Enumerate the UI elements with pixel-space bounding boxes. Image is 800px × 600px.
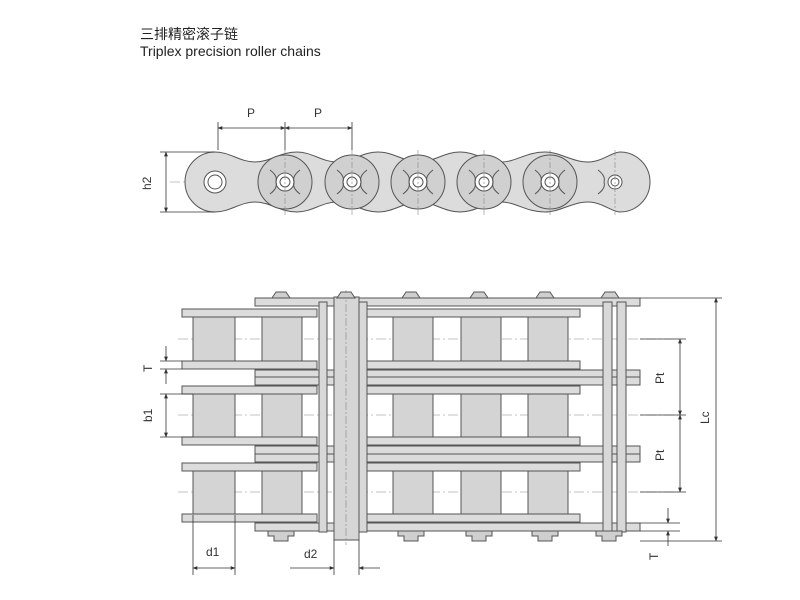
- roller: [261, 315, 303, 364]
- roller: [392, 392, 434, 439]
- pin: [616, 301, 627, 533]
- pin-head: [336, 291, 356, 299]
- pin-head: [401, 291, 421, 299]
- roller: [460, 315, 502, 364]
- bottom-pin-heads: [267, 530, 623, 542]
- roller: [261, 392, 303, 439]
- link-plate: [181, 360, 318, 370]
- pin-head: [465, 530, 493, 542]
- link-plate: [359, 360, 581, 370]
- pin-head: [397, 530, 425, 542]
- link-plate: [359, 462, 581, 472]
- roller: [392, 315, 434, 364]
- pitch-label-2: P: [314, 106, 322, 120]
- link-plate: [359, 436, 581, 446]
- link-plate: [181, 462, 318, 472]
- roller: [527, 315, 569, 364]
- roller: [460, 392, 502, 439]
- pin: [318, 301, 328, 533]
- roller: [392, 469, 434, 516]
- pin-head: [535, 291, 555, 299]
- connecting-link-pin: [333, 296, 360, 541]
- pin: [358, 301, 368, 533]
- side-pins: [275, 172, 623, 192]
- side-cotters: [269, 169, 605, 195]
- link-plate: [181, 436, 318, 446]
- roller: [460, 469, 502, 516]
- outer-plate: [254, 522, 641, 532]
- roller: [192, 469, 236, 516]
- Pt-label-lower: Pt: [653, 449, 667, 461]
- side-view: P P h2: [140, 106, 651, 215]
- top-rollers: [192, 315, 569, 516]
- link-plate: [181, 385, 318, 395]
- link-plate: [181, 308, 318, 318]
- pitch-label-1: P: [247, 106, 255, 120]
- Pt-label-upper: Pt: [653, 372, 667, 384]
- T-label-top: T: [141, 364, 155, 372]
- Lc-label: Lc: [698, 411, 712, 424]
- top-dimensions: [160, 297, 722, 575]
- side-rollers: [203, 154, 578, 210]
- side-end-hole-inner: [207, 174, 223, 190]
- pin: [602, 301, 613, 533]
- pin-head: [600, 291, 620, 299]
- pin-head: [531, 530, 559, 542]
- pin-head: [267, 530, 295, 542]
- title-english: Triplex precision roller chains: [140, 43, 321, 59]
- link-plate: [359, 308, 581, 318]
- pin-head: [271, 291, 291, 299]
- outer-plate: [254, 445, 641, 455]
- roller: [261, 469, 303, 516]
- b1-label: b1: [141, 408, 155, 422]
- T-label-bottom: T: [647, 552, 661, 560]
- top-link-plates: [181, 297, 641, 532]
- roller: [192, 315, 236, 364]
- outer-plate: [254, 376, 641, 386]
- link-plate: [359, 385, 581, 395]
- pin-head: [595, 530, 623, 542]
- link-plate: [359, 513, 581, 523]
- top-view: T b1 Pt Pt Lc T d1 d2: [141, 290, 722, 575]
- roller: [527, 469, 569, 516]
- roller: [192, 392, 236, 439]
- d2-label: d2: [304, 547, 318, 561]
- d1-label: d1: [206, 545, 220, 559]
- outer-plate: [254, 297, 641, 307]
- link-plate: [181, 513, 318, 523]
- h2-label: h2: [140, 176, 154, 190]
- title-chinese: 三排精密滚子链: [140, 26, 238, 42]
- pin-head: [469, 291, 489, 299]
- roller: [527, 392, 569, 439]
- outer-plate: [254, 453, 641, 463]
- top-pin-heads: [271, 291, 620, 299]
